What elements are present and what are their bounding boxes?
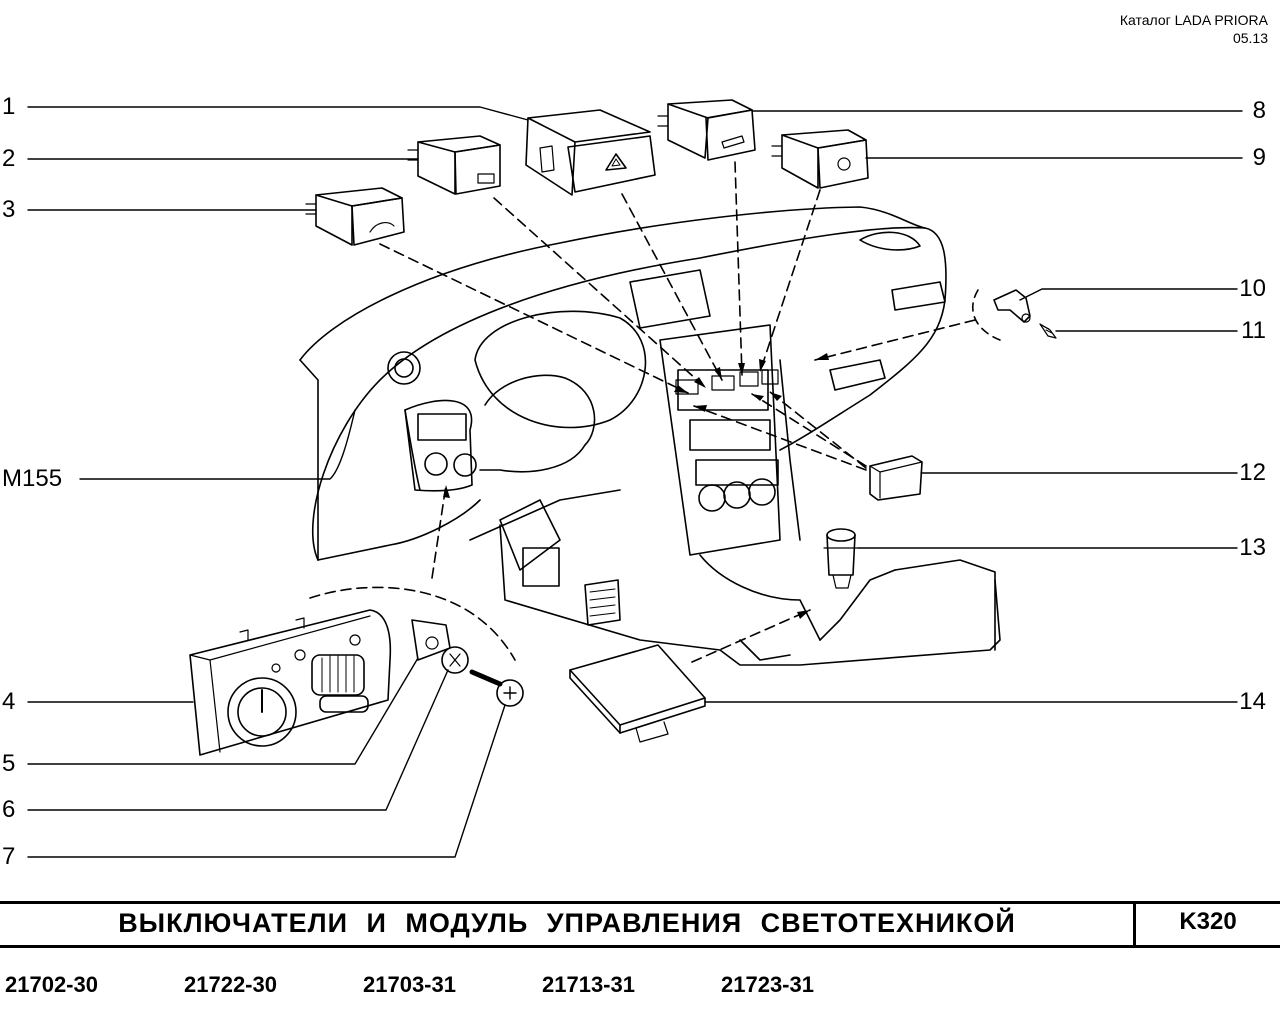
catalog-date: 05.13	[1232, 30, 1268, 46]
model-code: 21703-31	[363, 972, 456, 997]
callout-12: 12	[1239, 459, 1266, 486]
callout-2: 2	[2, 145, 16, 172]
footer-divider	[1133, 902, 1136, 946]
windshield-heater-switch-part	[305, 187, 405, 246]
parts-diagram	[27, 99, 1243, 858]
callout-7: 7	[2, 843, 16, 870]
callout-8: 8	[1252, 97, 1266, 124]
callout-11: 11	[1241, 317, 1266, 344]
callout-13: 13	[1239, 534, 1266, 561]
washer-6-part	[441, 646, 469, 674]
model-code: 21713-31	[542, 972, 635, 997]
callout-10: 10	[1239, 275, 1266, 302]
callout-9: 9	[1252, 144, 1266, 171]
section-title: ВЫКЛЮЧАТЕЛИ И МОДУЛЬ УПРАВЛЕНИЯ СВЕТОТЕХ…	[118, 908, 1016, 938]
dashboard-drawing	[299, 206, 1001, 666]
callout-6: 6	[2, 796, 16, 823]
rear-window-heater-switch-part	[407, 135, 501, 195]
footer-top-rule	[0, 901, 1280, 904]
model-code: 21723-31	[721, 972, 814, 997]
section-code: K320	[1179, 908, 1237, 935]
light-control-module-4-part	[189, 609, 392, 756]
footer-bottom-rule	[0, 945, 1280, 948]
model-code: 21722-30	[184, 972, 277, 997]
callout-4: 4	[2, 688, 16, 715]
callout-1: 1	[2, 93, 16, 120]
callout-3: 3	[2, 196, 16, 223]
lighter-socket-13-part	[823, 528, 859, 589]
callout-m155: M155	[2, 465, 63, 492]
callout-5: 5	[2, 750, 16, 777]
switch-9-part	[771, 129, 869, 189]
screw-11-part	[1039, 323, 1057, 339]
switch-8-part	[657, 99, 756, 161]
plug-12-part	[869, 455, 923, 501]
bracket-10-part	[993, 289, 1031, 323]
callout-14: 14	[1239, 688, 1266, 715]
hazard-switch-part	[525, 109, 656, 196]
cover-14-part	[569, 644, 706, 743]
arrow-heads	[443, 353, 829, 619]
screw-7-part	[469, 669, 524, 707]
leader-lines	[27, 106, 1243, 858]
assembly-arrows	[379, 161, 976, 663]
model-code: 21702-30	[5, 972, 98, 997]
catalog-title: Каталог LADA PRIORA	[1119, 12, 1268, 28]
